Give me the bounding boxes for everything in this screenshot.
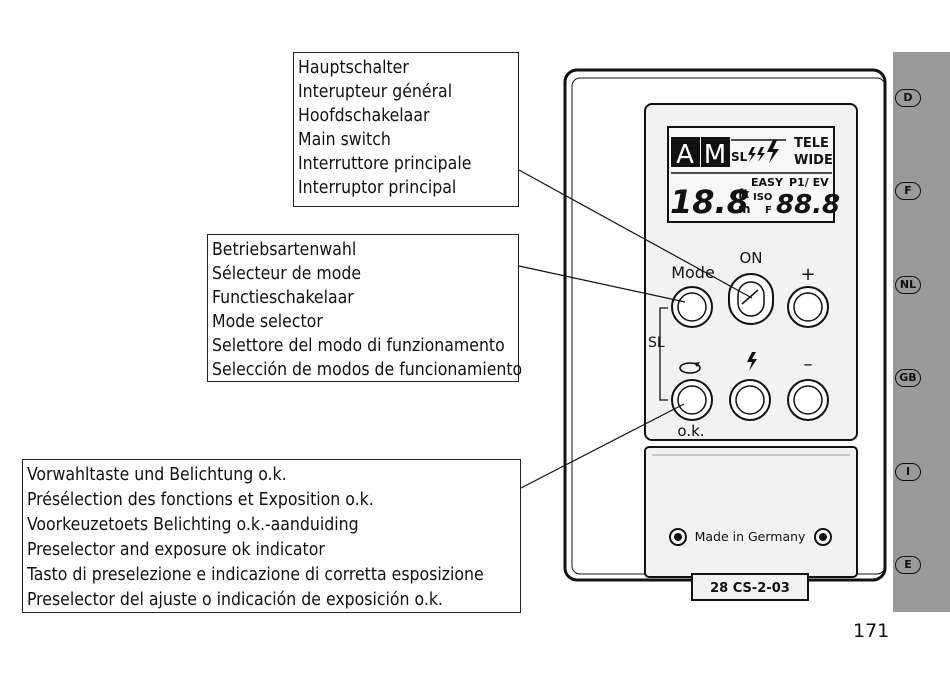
lcd-p1ev: P1/ EV: [789, 176, 829, 189]
language-tab-d[interactable]: D: [895, 89, 921, 107]
mode-button[interactable]: [671, 286, 713, 328]
on-label: ON: [739, 249, 762, 267]
leader-line-main-switch: [518, 169, 753, 299]
flash-icon: [757, 147, 765, 162]
callout-line: Vorwahltaste und Belichtung o.k.: [27, 465, 287, 485]
flash-icon: [767, 140, 779, 163]
rotate-arrow-icon: [679, 362, 701, 374]
flash-icon: [748, 147, 756, 162]
callout-line: Présélection des fonctions et Exposition…: [27, 490, 374, 510]
plus-button[interactable]: [787, 286, 829, 328]
plus-label: +: [800, 264, 815, 285]
screw-icon: [814, 528, 832, 546]
callout-preselector: Vorwahltaste und Belichtung o.k. Préséle…: [22, 459, 521, 613]
lcd-mode-a-bg: [671, 137, 700, 167]
callout-line: Interruttore principale: [298, 154, 472, 174]
language-tab-f[interactable]: F: [895, 182, 921, 200]
model-plate: [691, 573, 809, 601]
callout-mode-selector: Betriebsartenwahl Sélecteur de mode Func…: [207, 234, 523, 382]
lcd-m: m: [738, 202, 751, 216]
callout-line: Main switch: [298, 130, 391, 150]
leader-line-preselector: [520, 403, 685, 489]
callout-line: Preselector and exposure ok indicator: [27, 540, 325, 560]
callout-line: Sélecteur de mode: [212, 264, 362, 284]
lcd-tele: TELE: [794, 136, 829, 151]
callout-line: Interruptor principal: [298, 178, 457, 198]
language-sidebar: [893, 52, 950, 612]
lcd-distance: 18.8: [670, 183, 749, 221]
callout-main-switch: Hauptschalter Interupteur général Hoofds…: [293, 52, 519, 207]
callout-line: Hoofdschakelaar: [298, 106, 430, 126]
flash-button[interactable]: [729, 379, 771, 421]
leader-line-mode-selector: [518, 265, 686, 303]
callout-line: Interupteur général: [298, 82, 453, 102]
language-tab-gb[interactable]: GB: [895, 369, 921, 387]
lcd-mode-a: A: [676, 140, 694, 170]
sl-bracket: [659, 307, 668, 401]
callout-line: Betriebsartenwahl: [212, 240, 357, 260]
language-tab-i[interactable]: I: [895, 463, 921, 481]
lcd-sl: SL: [731, 150, 748, 164]
page-number: 171: [853, 620, 890, 642]
callout-line: Tasto di preselezione e indicazione di c…: [27, 565, 484, 585]
made-in-germany: Made in Germany: [695, 529, 806, 544]
callout-line: Mode selector: [212, 312, 323, 332]
callout-line: Selettore del modo di funzionamento: [212, 336, 505, 356]
preselector-button[interactable]: [671, 379, 713, 421]
flash-symbol-icon: [747, 352, 757, 371]
lcd-easy: EASY: [751, 176, 784, 189]
ok-label: o.k.: [677, 422, 704, 440]
minus-label: –: [804, 354, 813, 375]
lcd-iso: ISO: [753, 192, 772, 203]
lcd-mode-m-bg: [701, 137, 730, 167]
callout-line: Functieschakelaar: [212, 288, 354, 308]
callout-line: Hauptschalter: [298, 58, 409, 78]
screw-icon: [669, 528, 687, 546]
minus-button[interactable]: [787, 379, 829, 421]
language-tab-nl[interactable]: NL: [895, 276, 921, 294]
lcd-flash-icons: [748, 140, 779, 163]
model-number: 28 CS-2-03: [710, 581, 790, 596]
callout-line: Preselector del ajuste o indicación de e…: [27, 590, 443, 610]
sl-label: SL: [648, 335, 665, 351]
language-tab-e[interactable]: E: [895, 556, 921, 574]
lcd-wide: WIDE: [794, 153, 833, 168]
callout-line: Selección de modos de funcionamiento: [212, 360, 523, 380]
lcd-value: 88.8: [776, 190, 840, 220]
callout-line: Voorkeuzetoets Belichting o.k.-aanduidin…: [27, 515, 359, 535]
lcd-ft: ft: [738, 187, 749, 201]
lower-panel: [644, 446, 858, 578]
lcd-f: F: [765, 205, 772, 216]
mode-label: Mode: [671, 263, 715, 282]
lcd-mode-m: M: [704, 140, 726, 170]
main-switch[interactable]: [728, 273, 774, 325]
